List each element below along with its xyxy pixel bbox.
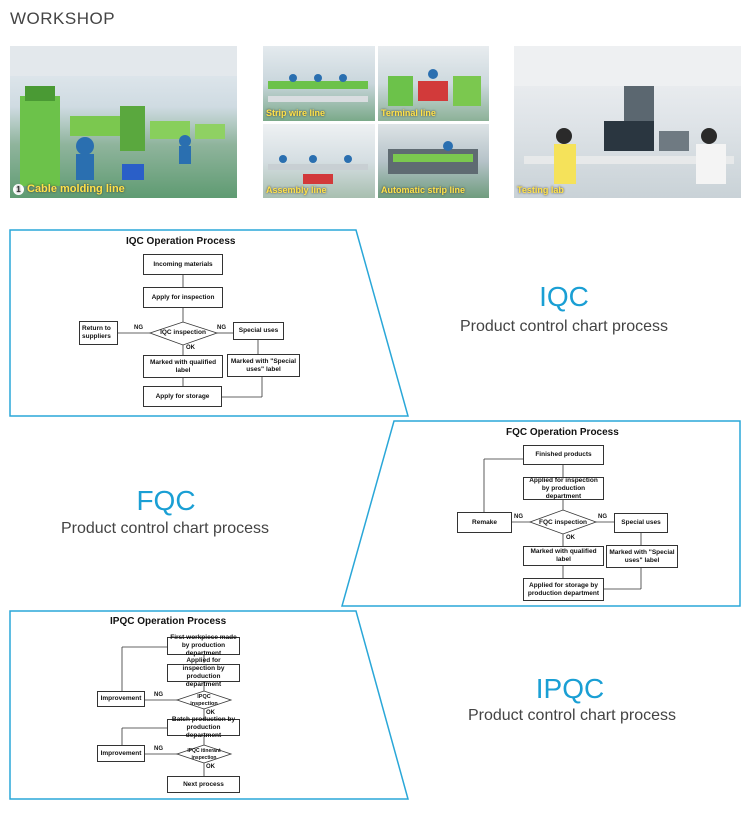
assembly-photo: Assembly line (263, 124, 375, 198)
fqc-heading: FQC (136, 485, 196, 516)
strip-wire-photo: Strip wire line (263, 46, 375, 121)
fqc-ng-left-label: NG (514, 514, 523, 520)
ipqc-inspection-node: IPQC inspection (190, 694, 218, 707)
fqc-special-label-node: Marked with "Special uses" label (606, 545, 678, 568)
workshop-title: WORKSHOP (10, 9, 116, 28)
ipqc-subtitle: Product control chart process (467, 707, 677, 724)
iqc-apply-node: Apply for inspection (143, 287, 223, 308)
ipqc-ng1-label: NG (154, 692, 163, 698)
iqc-ok-label: OK (186, 345, 195, 351)
ipqc-batch-node: Batch production by production departmen… (167, 716, 240, 739)
fqc-qualified-node: Marked with qualified label (523, 546, 604, 566)
ipqc-chart-title: IPQC Operation Process (110, 616, 227, 627)
iqc-return-node: Return to suppliers (79, 321, 118, 345)
fqc-storage-node: Applied for storage by production depart… (523, 578, 604, 601)
terminal-caption: Terminal line (381, 108, 436, 118)
fqc-ok-label: OK (566, 535, 575, 541)
fqc-special-node: Special uses (614, 513, 668, 533)
iqc-ng-left-label: NG (134, 325, 143, 331)
iqc-qualified-node: Marked with qualified label (143, 355, 223, 378)
fqc-remake-node: Remake (457, 512, 512, 533)
auto-strip-caption: Automatic strip line (381, 185, 466, 195)
ipqc-ok2-label: OK (206, 764, 215, 770)
ipqc-ng2-label: NG (154, 746, 163, 752)
testing-lab-photo: Testing lab (514, 46, 741, 198)
fqc-chart-title: FQC Operation Process (506, 427, 619, 438)
auto-strip-illustration (388, 141, 478, 174)
iqc-chart-title: IQC Operation Process (126, 236, 236, 247)
ipqc-improvement1-node: Improvement (97, 691, 145, 707)
cable-molding-illustration (10, 46, 237, 186)
ipqc-applied-node: Applied for inspection by production dep… (167, 657, 240, 688)
ipqc-itinerant-node: IPQC itinerant inspection (187, 748, 221, 761)
ipqc-next-node: Next process (167, 776, 240, 793)
iqc-subtitle: Product control chart process (459, 318, 669, 335)
auto-strip-photo: Automatic strip line (378, 124, 489, 198)
fqc-ng-right-label: NG (598, 514, 607, 520)
assembly-caption: Assembly line (266, 185, 327, 195)
fqc-subtitle: Product control chart process (60, 520, 270, 537)
fqc-finished-node: Finished products (523, 445, 604, 465)
strip-wire-caption: Strip wire line (266, 108, 326, 118)
testing-lab-caption: Testing lab (517, 185, 564, 195)
iqc-special-node: Special uses (233, 322, 284, 340)
ipqc-first-node: First workpiece made by production depar… (167, 634, 240, 657)
testing-lab-illustration (514, 46, 741, 184)
ipqc-heading: IPQC (535, 673, 605, 704)
ipqc-improvement2-node: Improvement (97, 745, 145, 762)
fqc-applied-node: Applied for inspection by production dep… (523, 477, 604, 500)
iqc-inspection-node: IQC inspection (160, 329, 206, 336)
assembly-illustration (268, 155, 368, 184)
iqc-special-label-node: Marked with "Special uses" label (227, 354, 300, 377)
ipqc-ok1-label: OK (206, 710, 215, 716)
terminal-photo: Terminal line (378, 46, 489, 121)
iqc-ng-right-label: NG (217, 325, 226, 331)
iqc-incoming-node: Incoming materials (143, 254, 223, 275)
fqc-inspection-node: FQC inspection (538, 519, 588, 526)
iqc-heading: IQC (539, 281, 589, 312)
strip-wire-illustration (268, 74, 368, 102)
terminal-illustration (388, 69, 481, 106)
iqc-storage-node: Apply for storage (143, 386, 222, 407)
